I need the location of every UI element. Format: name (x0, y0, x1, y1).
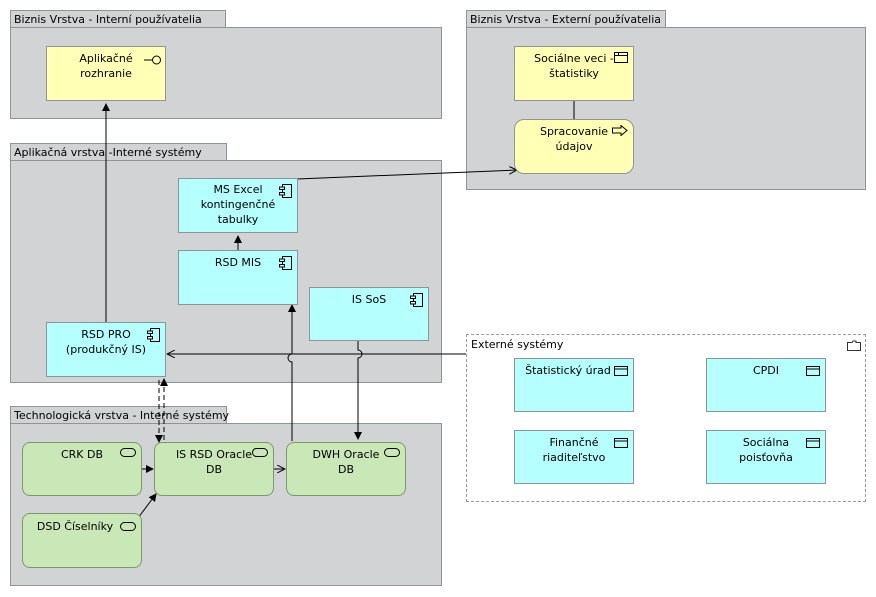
node-icon (614, 366, 628, 376)
node-social-stats-line1: Sociálne veci - (534, 52, 614, 65)
node-app-interface-line1: Aplikačné (79, 52, 133, 65)
node-cpdi-line1: CPDI (752, 364, 780, 377)
system-software-icon (120, 448, 136, 457)
node-data-processing-line2: údajov (555, 140, 593, 153)
node-rsd-pro[interactable]: RSD PRO (produkčný IS) (46, 322, 166, 377)
node-dwh-oracle-line1: DWH Oracle (312, 448, 380, 461)
node-crk-db[interactable]: CRK DB (22, 442, 142, 496)
component-icon (279, 256, 292, 270)
node-rsd-pro-line1: RSD PRO (81, 328, 131, 341)
node-is-rsd-oracle[interactable]: IS RSD Oracle DB (154, 442, 274, 496)
system-software-icon (384, 448, 400, 457)
group-tab-biz-external: Biznis Vrstva - Externí používatelia (466, 10, 666, 27)
node-rsd-mis[interactable]: RSD MIS (178, 250, 298, 305)
component-icon (147, 328, 160, 342)
node-is-rsd-oracle-line1: IS RSD Oracle (175, 448, 253, 461)
node-ms-excel-line3: tabulky (217, 213, 259, 226)
component-icon (279, 184, 292, 198)
group-label-tech-internal: Technologická vrstva - Interné systémy (14, 409, 230, 422)
component-icon (410, 293, 423, 307)
node-app-interface[interactable]: Aplikačné rozhranie (46, 46, 166, 101)
node-ms-excel[interactable]: MS Excel kontingenčné tabulky (178, 178, 298, 233)
node-ms-excel-line2: kontingenčné (200, 198, 276, 211)
node-socialna-line2: poisťovňa (739, 451, 793, 464)
node-dwh-oracle-line2: DB (337, 463, 355, 476)
system-software-icon (120, 522, 136, 531)
node-socialna-line1: Sociálna (742, 436, 790, 449)
edge-dsd-to-oracle[interactable] (137, 493, 157, 519)
node-dwh-oracle[interactable]: DWH Oracle DB (286, 442, 406, 496)
node-socialna[interactable]: Sociálna poisťovňa (706, 430, 826, 484)
group-label-biz-internal: Biznis Vrstva - Interní používatelia (14, 13, 202, 26)
folder-icon (847, 340, 861, 351)
system-software-icon (252, 448, 268, 457)
node-is-rsd-oracle-line2: DB (205, 463, 223, 476)
interface-icon (144, 55, 161, 65)
process-arrow-icon (612, 125, 628, 136)
node-data-processing-line1: Spracovanie (539, 125, 609, 138)
group-label-external-systems: Externé systémy (471, 338, 564, 351)
edge-issos-to-dwh[interactable] (354, 341, 363, 440)
group-tab-tech-internal: Technologická vrstva - Interné systémy (10, 406, 230, 423)
node-cpdi[interactable]: CPDI (706, 358, 826, 412)
group-tab-biz-internal: Biznis Vrstva - Interní používatelia (10, 10, 226, 27)
node-social-stats-line2: štatistiky (549, 67, 599, 80)
node-dsd-ciselniky-line1: DSD Číselníky (36, 520, 114, 533)
node-financne[interactable]: Finančné riaditeľstvo (514, 430, 634, 484)
node-dsd-ciselniky[interactable]: DSD Číselníky (22, 513, 142, 568)
node-financne-line1: Finančné (549, 436, 599, 449)
node-rsd-mis-line1: RSD MIS (214, 256, 262, 269)
group-label-biz-external: Biznis Vrstva - Externí používatelia (470, 13, 662, 26)
node-app-interface-line2: rozhranie (80, 67, 132, 80)
node-financne-line2: riaditeľstvo (542, 451, 606, 464)
node-icon (806, 438, 820, 448)
node-stat-urad[interactable]: Štatistický úrad (514, 358, 634, 412)
node-data-processing[interactable]: Spracovanie údajov (514, 119, 634, 174)
group-label-app-internal: Aplikačná vrstva -Interné systémy (14, 146, 202, 159)
business-object-icon (614, 52, 628, 63)
node-icon (806, 366, 820, 376)
node-stat-urad-line1: Štatistický úrad (525, 364, 611, 377)
edge-excel-to-processing[interactable] (296, 170, 517, 180)
node-icon (614, 438, 628, 448)
node-social-stats[interactable]: Sociálne veci - štatistiky (514, 46, 634, 101)
node-is-sos[interactable]: IS SoS (309, 287, 429, 341)
node-crk-db-line1: CRK DB (60, 448, 104, 461)
edge-dwh-to-mis[interactable] (287, 304, 296, 441)
node-is-sos-line1: IS SoS (351, 293, 387, 306)
node-rsd-pro-line2: (produkčný IS) (65, 343, 147, 356)
node-ms-excel-line1: MS Excel (213, 183, 263, 196)
group-tab-app-internal: Aplikačná vrstva -Interné systémy (10, 143, 227, 160)
